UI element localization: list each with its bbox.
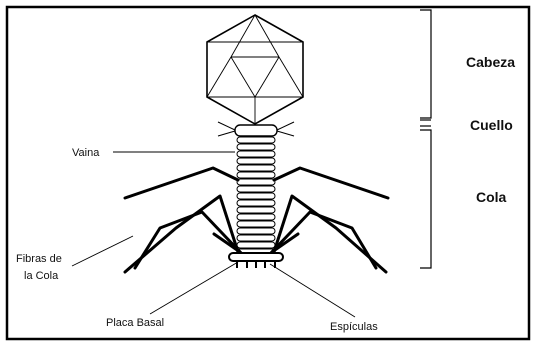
base-plate bbox=[229, 253, 283, 261]
region-bracket bbox=[420, 10, 431, 268]
label-spikes: Espículas bbox=[330, 321, 378, 333]
label-sheath: Vaina bbox=[72, 147, 100, 159]
leader-tail-fibers bbox=[72, 236, 133, 266]
label-tail: Cola bbox=[476, 189, 507, 205]
leader-spikes bbox=[270, 264, 355, 317]
spikes bbox=[237, 261, 275, 268]
label-head: Cabeza bbox=[466, 54, 515, 70]
capsid-head bbox=[207, 15, 303, 124]
label-base-plate: Placa Basal bbox=[106, 317, 164, 329]
label-tail-fibers-line1: Fibras de bbox=[16, 253, 62, 265]
leader-base-plate bbox=[150, 262, 238, 314]
label-tail-fibers-line2: la Cola bbox=[24, 270, 59, 282]
tail-sheath bbox=[237, 137, 275, 253]
label-neck: Cuello bbox=[470, 117, 513, 133]
